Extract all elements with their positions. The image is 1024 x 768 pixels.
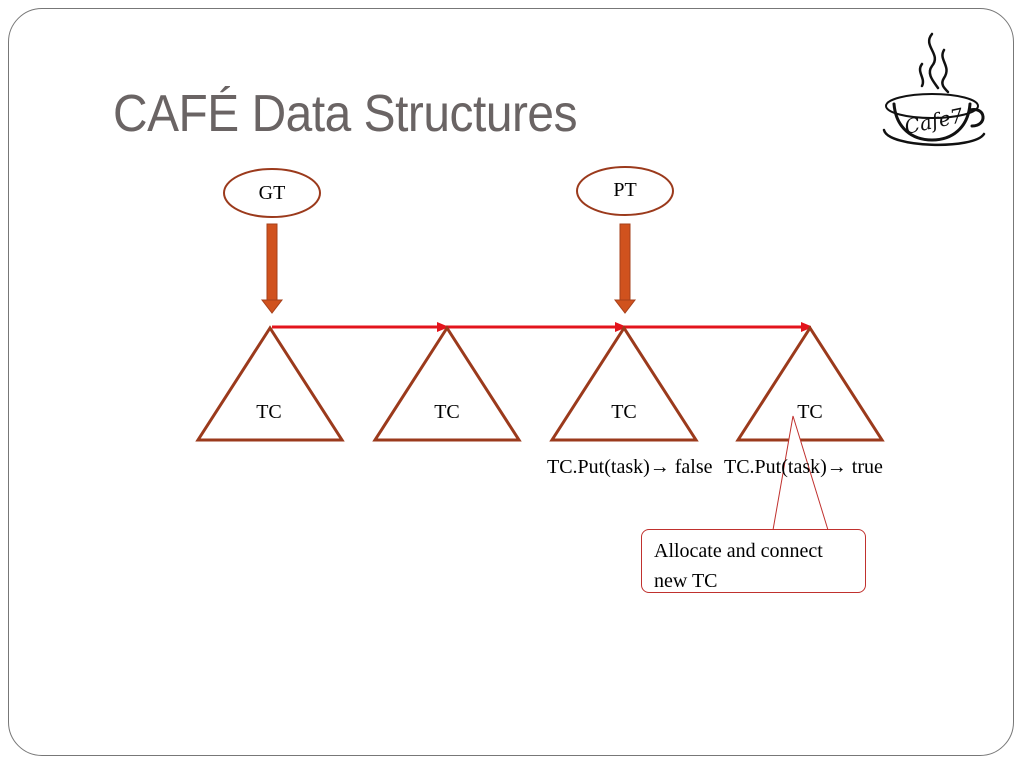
gt-oval — [223, 168, 321, 218]
callout-box: Allocate and connect new TC — [641, 529, 866, 593]
tc-node-3 — [549, 325, 699, 442]
gt-pointer-arrow — [260, 223, 284, 314]
tc-node-1 — [195, 325, 345, 442]
pt-pointer-arrow — [613, 223, 637, 314]
tc-node-1-label: TC — [256, 401, 282, 423]
tc-node-2-label: TC — [434, 401, 460, 423]
tc-node-2 — [372, 325, 522, 442]
tc-node-3-label: TC — [611, 401, 637, 423]
pt-label: PT — [613, 179, 636, 201]
cup-icon — [882, 93, 986, 147]
tc-node-4 — [735, 325, 885, 442]
cafe-logo: Cafe7 — [882, 32, 986, 147]
gt-label: GT — [259, 182, 286, 204]
slide-title: CAFÉ Data Structures — [113, 85, 578, 143]
put-result-false: TC.Put(task)→ false — [547, 456, 713, 478]
tc-node-4-label: TC — [797, 401, 823, 423]
steam-icon — [918, 32, 950, 94]
put-result-true: TC.Put(task)→ true — [724, 456, 883, 478]
pt-oval — [576, 166, 674, 216]
callout-pointer — [772, 415, 829, 531]
